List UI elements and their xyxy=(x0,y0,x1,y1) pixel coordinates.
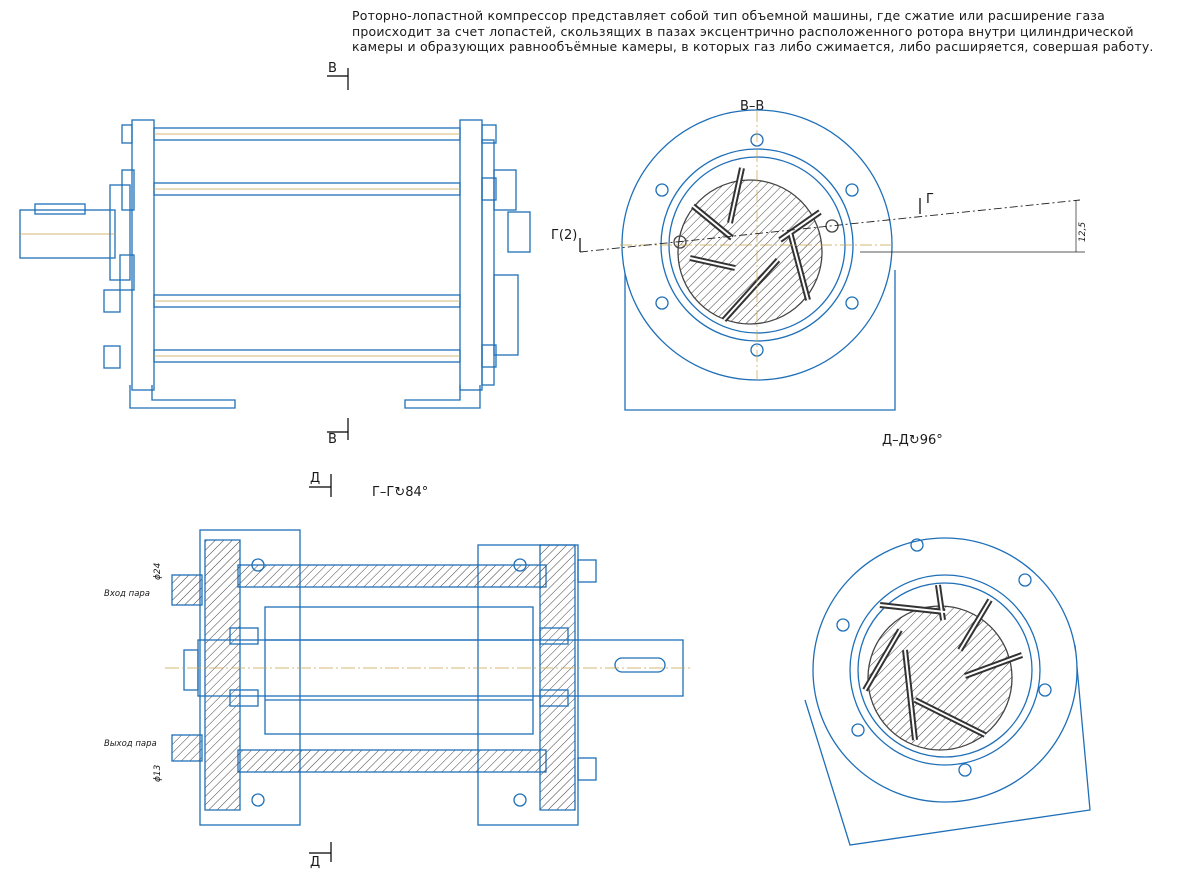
description-text: Роторно-лопастной компрессор представляе… xyxy=(352,8,1154,54)
inlet-dia-label: ϕ24 xyxy=(153,562,163,580)
cut-d-top-label: Д xyxy=(310,471,320,486)
cut-v-top-mark xyxy=(327,68,349,90)
outlet-label: Выход пара xyxy=(104,739,157,749)
section-vv-view xyxy=(621,109,896,411)
rotated-section-view xyxy=(804,537,1091,846)
cut-line-g xyxy=(579,199,1081,253)
section-gg-title: Г–Г↻84° xyxy=(372,485,428,500)
cut-g2-label: Г(2) xyxy=(551,228,577,243)
longitudinal-section xyxy=(171,529,684,826)
section-dd-title: Д–Д↻96° xyxy=(882,433,943,448)
cut-v-bottom-mark xyxy=(327,418,349,440)
inlet-label: Вход пара xyxy=(104,589,150,599)
cut-v-bottom-label: В xyxy=(328,432,337,447)
cut-d-top-mark xyxy=(309,474,332,497)
side-view xyxy=(19,119,531,409)
outlet-dia-label: ϕ13 xyxy=(153,764,163,782)
cut-g-label: Г xyxy=(926,192,934,207)
dim-offset-value: 12,5 xyxy=(1078,222,1088,242)
cut-d-bottom-label: Д xyxy=(310,855,320,870)
cut-v-top-label: В xyxy=(328,61,337,76)
cut-d-bottom-mark xyxy=(309,842,332,862)
